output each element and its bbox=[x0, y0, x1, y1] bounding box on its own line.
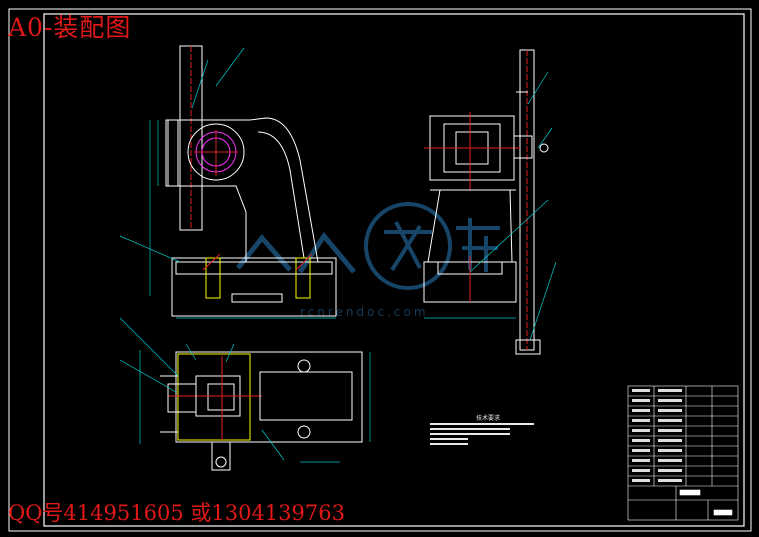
watermark-url: rcnrendoc.com bbox=[300, 305, 429, 319]
top-view-dims bbox=[119, 317, 371, 463]
tech-requirements-title: 技术要求 bbox=[476, 414, 500, 422]
front-view bbox=[165, 45, 337, 317]
outer-frame bbox=[8, 8, 752, 532]
side-view bbox=[423, 49, 549, 355]
top-view bbox=[160, 351, 363, 471]
parts-list-table bbox=[627, 385, 739, 521]
front-view-dims bbox=[119, 47, 336, 319]
drawing-title: A0-装配图 bbox=[8, 13, 132, 42]
inner-frame bbox=[43, 13, 745, 527]
parts-list-entries bbox=[632, 389, 682, 482]
contact-info: QQ号414951605 或1304139763 bbox=[8, 501, 345, 525]
side-view-dims bbox=[424, 71, 557, 341]
tech-requirements: 技术要求 bbox=[430, 414, 534, 445]
